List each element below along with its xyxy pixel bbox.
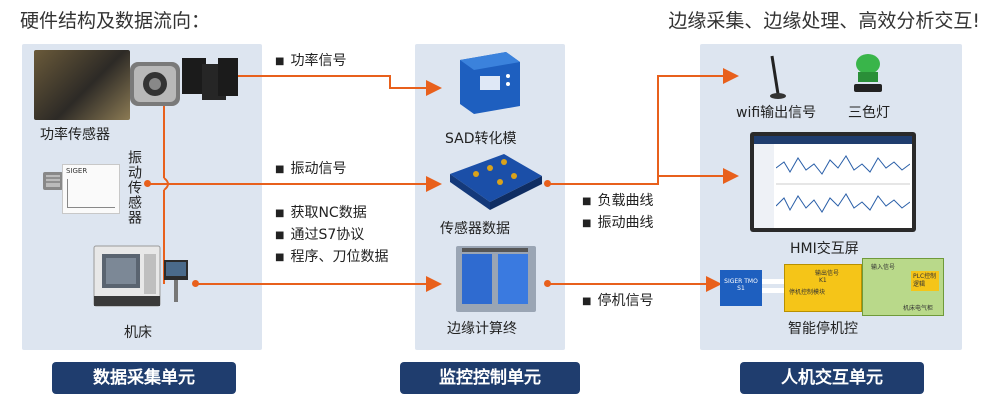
- stop-connector: [762, 279, 786, 293]
- s7-label: 通过S7协议: [275, 224, 364, 244]
- stop-ctrl-text: 停机控制模块: [789, 289, 826, 296]
- siger-tmo-text: SIGER TMO S1: [724, 278, 758, 292]
- curve-to-hmi-line: [548, 68, 739, 185]
- vib-curve-label: 振动曲线: [582, 212, 653, 232]
- left-title: 硬件结构及数据流向：: [20, 10, 211, 32]
- plc-input-text: 输入信号: [871, 264, 896, 271]
- sensor-data-image: [450, 154, 542, 210]
- machine-label: 机床: [124, 325, 152, 341]
- program-tool-label: 程序、刀位数据: [275, 246, 388, 266]
- right-title: 边缘采集、边缘处理、高效分析交互!: [668, 10, 980, 32]
- hmi-label: HMI交互屏: [790, 241, 859, 257]
- sensor-data-label: 传感器数据: [440, 221, 510, 237]
- sad-module-image: [460, 52, 520, 114]
- stop-signal-label: 停机信号: [582, 290, 653, 310]
- vibration-dot: [144, 180, 151, 187]
- vibration-sensor-image: [43, 172, 63, 190]
- machine-ele-text: 机床电气柜: [903, 305, 934, 312]
- machine-dot: [192, 280, 199, 287]
- siger-box: SIGER: [62, 164, 120, 214]
- plc-text: PLC控制逻辑: [911, 271, 939, 291]
- curve-dot: [544, 180, 551, 187]
- stop-control-module: 输出信号 K1 停机控制模块: [784, 264, 862, 312]
- edge-terminal-label: 边缘计算终: [447, 321, 517, 337]
- wifi-label: wifi输出信号: [736, 105, 817, 121]
- interaction-unit-label: 人机交互单元: [740, 362, 924, 394]
- sad-module-label: SAD转化模: [445, 131, 517, 147]
- nc-data-label: 获取NC数据: [275, 202, 366, 222]
- stop-out-text: 输出信号: [815, 270, 840, 277]
- current-clamp-image: [130, 58, 238, 106]
- power-sensor-label: 功率传感器: [40, 127, 110, 143]
- tricolor-lamp-image: [854, 54, 882, 92]
- tricolor-label: 三色灯: [848, 105, 890, 121]
- hmi-screen-image: [750, 132, 916, 232]
- vibration-signal-label: 振动信号: [275, 158, 346, 178]
- acquisition-unit-label: 数据采集单元: [52, 362, 236, 394]
- power-signal-line: [195, 75, 442, 96]
- machine-tool-image: [93, 245, 188, 307]
- stop-k-text: K1: [819, 277, 827, 284]
- vibration-sensor-label: 振动传感器: [126, 150, 142, 225]
- siger-tmo-box: SIGER TMO S1: [720, 270, 762, 306]
- edge-terminal-image: [456, 246, 536, 312]
- plc-block: 输入信号 PLC控制逻辑 机床电气柜: [862, 258, 944, 316]
- power-sensor-photo: [34, 50, 130, 120]
- smart-stop-label: 智能停机控: [788, 321, 858, 337]
- power-signal-label: 功率信号: [275, 50, 346, 70]
- siger-box-text: SIGER: [66, 167, 88, 175]
- wifi-antenna-image: [770, 55, 786, 99]
- load-curve-label: 负载曲线: [582, 190, 653, 210]
- stop-dot: [544, 280, 551, 287]
- monitoring-unit-label: 监控控制单元: [400, 362, 580, 394]
